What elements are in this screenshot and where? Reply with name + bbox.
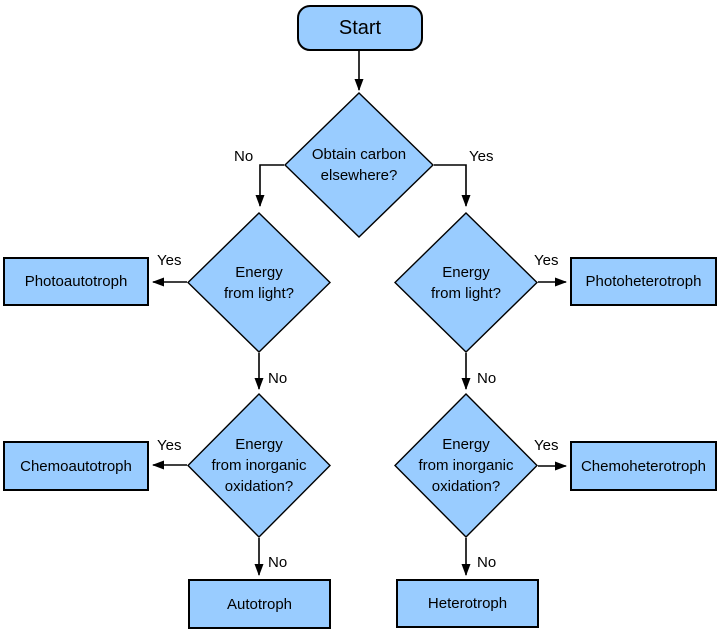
node-decision-energy-light-left: Energy from light?	[187, 212, 331, 353]
diamond-shape	[394, 212, 538, 353]
node-box-chemoheterotroph: Chemoheterotroph	[570, 441, 717, 491]
edge-obtain-carbon-no	[255, 164, 284, 207]
edge-label-obtain-carbon-no: No	[234, 148, 254, 165]
diamond-shape	[187, 393, 331, 538]
node-box-heterotroph: Heterotroph	[396, 579, 539, 628]
node-decision-energy-light-right-label: Energy from light?	[430, 263, 502, 302]
node-decision-obtain-carbon-label: Obtain carbon elsewhere?	[311, 146, 407, 184]
node-decision-energy-inorganic-right: Energy from inorganic oxidation?	[394, 393, 538, 538]
diamond-shape	[187, 212, 331, 353]
edge-label-energy-light-right-no: No	[477, 370, 497, 387]
node-start-label: Start	[338, 16, 382, 39]
edge-obtain-carbon-yes	[434, 164, 471, 207]
node-decision-energy-light-right: Energy from light?	[394, 212, 538, 353]
node-box-photoautotroph: Photoautotroph	[3, 257, 149, 306]
node-box-chemoautotroph: Chemoautotroph	[3, 441, 149, 491]
edge-label-energy-inorganic-right-no: No	[477, 554, 497, 571]
diamond-shape	[284, 92, 434, 238]
edge-label-energy-inorganic-left-no: No	[268, 554, 288, 571]
edge-label-energy-light-right-yes: Yes	[534, 252, 559, 269]
edge-label-energy-light-left-no: No	[268, 370, 288, 387]
node-decision-energy-light-left-label: Energy from light?	[223, 263, 295, 302]
node-decision-energy-inorganic-left: Energy from inorganic oxidation?	[187, 393, 331, 538]
node-start: Start	[297, 5, 423, 51]
node-decision-obtain-carbon: Obtain carbon elsewhere?	[284, 92, 434, 238]
edge-label-energy-inorganic-left-yes: Yes	[157, 437, 182, 454]
node-decision-energy-inorganic-right-label: Energy from inorganic oxidation?	[418, 436, 514, 495]
edge-label-obtain-carbon-yes: Yes	[469, 148, 494, 165]
node-box-autotroph: Autotroph	[188, 579, 331, 629]
node-decision-energy-inorganic-left-label: Energy from inorganic oxidation?	[211, 436, 307, 495]
node-box-photoheterotroph: Photoheterotroph	[570, 257, 717, 306]
diamond-shape	[394, 393, 538, 538]
edge-label-energy-light-left-yes: Yes	[157, 252, 182, 269]
edge-label-energy-inorganic-right-yes: Yes	[534, 437, 559, 454]
